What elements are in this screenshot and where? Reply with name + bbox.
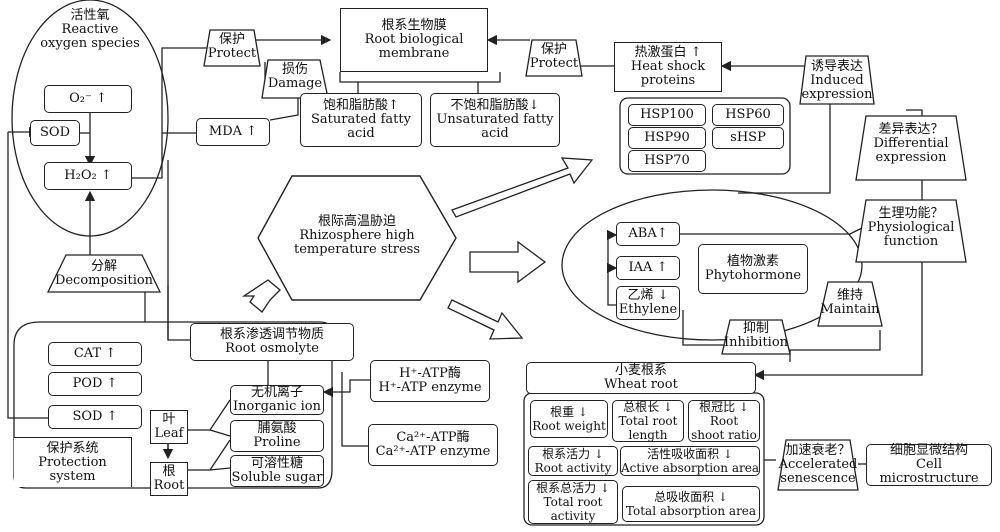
wheat-root-box: 小麦根系 Wheat root	[526, 362, 756, 394]
heat-shock-proteins-box: 热激蛋白 ↑ Heat shock proteins	[614, 42, 722, 92]
cell-microstructure-box: 细胞显微结构 Cell microstructure	[866, 444, 992, 486]
ethylene-box: 乙烯 ↓ Ethylene	[616, 286, 680, 320]
left-vertical-line	[7, 132, 48, 419]
total-absorption-area-box: 总吸收面积 ↓ Total absorption area	[622, 486, 760, 522]
differential-expression-label: 差异表达？ Differential expression	[873, 122, 949, 165]
protect2-trapezoid	[525, 39, 583, 77]
maintain-label: 维持 Maintain	[820, 288, 880, 317]
induced-expression-label: 诱导表达 Induced expression	[801, 59, 873, 102]
sod-inner-box: SOD	[30, 120, 80, 146]
root-shoot-ratio-box: 根冠比 ↓ Root shoot ratio	[688, 400, 760, 442]
total-root-length-box: 总根长 ↓ Total root length	[612, 400, 684, 442]
root-box: 根 Root	[150, 462, 188, 496]
mda-box: MDA ↑	[196, 118, 270, 146]
inhibition-label: 抑制 Inhibition	[723, 321, 789, 350]
h-atp-enzyme-box: H⁺-ATP酶 H⁺-ATP enzyme	[370, 360, 490, 402]
protect2-label: 保护 Protect	[529, 42, 579, 71]
hsp-item: HSP70	[628, 150, 706, 172]
membrane-box: 根系生物膜 Root biological membrane	[340, 8, 488, 72]
h2o2-box: H₂O₂ ↑	[44, 162, 132, 190]
total-root-activity-box: 根系总活力 ↓ Total root activity	[528, 480, 618, 524]
saturated-fatty-acid-box: 饱和脂肪酸↑ Saturated fatty acid	[300, 93, 422, 147]
physiological-function-label: 生理功能？ Physiological function	[867, 206, 955, 249]
phys-func-trapezoid	[855, 199, 967, 263]
arrow-to-hsp	[451, 157, 594, 218]
protect1-label: 保护 Protect	[207, 32, 257, 61]
proline-box: 脯氨酸 Proline	[230, 420, 324, 452]
protection-system-box: 保护系统 Protection system	[14, 437, 132, 487]
induced-trapezoid	[799, 55, 875, 105]
iaa-box: IAA ↑	[616, 256, 680, 280]
root-activity-box: 根系活力 ↓ Root activity	[528, 446, 618, 476]
maintain-trapezoid	[817, 281, 883, 327]
hsp-item: HSP100	[628, 104, 706, 126]
stress-hexagon	[257, 175, 457, 301]
phytohormone-box: 植物激素 Phytohormone	[698, 244, 808, 294]
ca-atp-enzyme-box: Ca²⁺-ATP酶 Ca²⁺-ATP enzyme	[368, 424, 498, 466]
protect1-trapezoid	[203, 29, 261, 67]
decomposition-label: 分解 Decomposition	[54, 259, 154, 288]
sod-box: SOD ↑	[48, 405, 142, 429]
decomposition-trapezoid	[46, 254, 162, 293]
cat-box: CAT ↑	[48, 342, 142, 366]
hsp-item: sHSP	[712, 127, 784, 149]
hsp-item: HSP90	[628, 127, 706, 149]
arrow-to-osmolyte	[241, 279, 281, 313]
ros-en2: oxygen species	[40, 36, 140, 51]
hsp-item: HSP60	[712, 104, 784, 126]
root-osmolyte-box: 根系渗透调节物质 Root osmolyte	[190, 323, 354, 361]
aba-box: ABA↑	[616, 222, 680, 246]
o2-box: O₂⁻ ↑	[44, 85, 132, 113]
pod-box: POD ↑	[48, 372, 142, 396]
ros-cn: 活性氧	[70, 8, 110, 23]
leaf-box: 叶 Leaf	[150, 410, 188, 444]
stress-label: 根际高温胁迫 Rhizosphere high temperature stre…	[293, 214, 420, 257]
phytohormone-ellipse	[561, 189, 863, 341]
accelerated-senescence-label: 加速衰老？ Accelerated senescence	[778, 443, 858, 486]
unsaturated-fatty-acid-box: 不饱和脂肪酸↓ Unsaturated fatty acid	[430, 93, 560, 147]
hsp-list-container	[619, 97, 791, 175]
soluble-sugar-box: 可溶性糖 Soluble sugar	[230, 455, 324, 487]
senescence-trapezoid	[777, 439, 859, 491]
diff-expr-trapezoid	[855, 115, 967, 181]
ros-label: 活性氧 Reactive oxygen species	[34, 9, 146, 51]
inorganic-ion-box: 无机离子 Inorganic ion	[230, 385, 324, 415]
ros-en1: Reactive	[61, 22, 119, 37]
arrow-to-wheat-root	[447, 299, 524, 340]
root-weight-box: 根重 ↓ Root weight	[530, 400, 608, 438]
active-absorption-area-box: 活性吸收面积 ↓ Active absorption area	[620, 446, 760, 476]
arrow-to-phytohormone	[469, 240, 547, 284]
inhibition-trapezoid	[721, 319, 791, 355]
damage-label: 损伤 Damage	[267, 62, 323, 91]
